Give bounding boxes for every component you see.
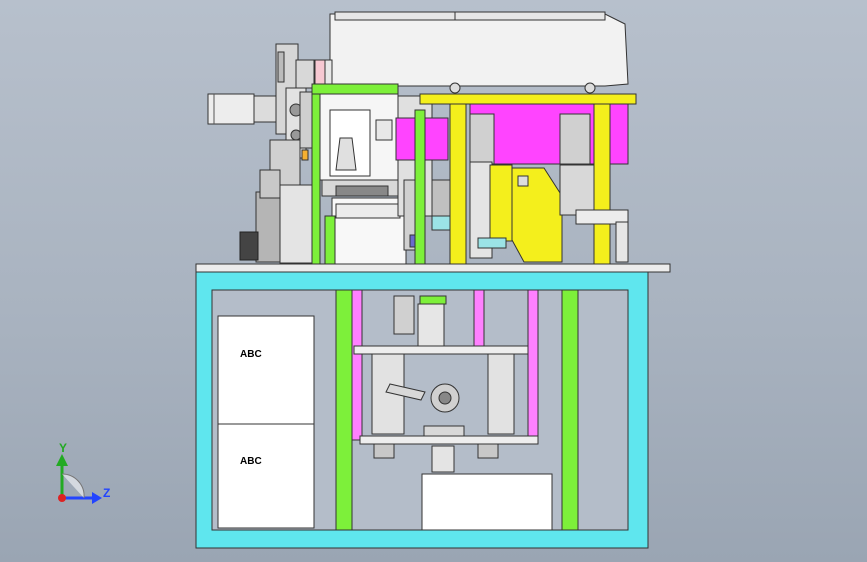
top-cover bbox=[314, 11, 629, 87]
z-axis-label: Z bbox=[103, 486, 111, 500]
panel-label-top: ABC bbox=[240, 349, 262, 360]
table-top bbox=[195, 263, 671, 273]
right-lift-frame bbox=[419, 82, 637, 265]
left-drive-assembly bbox=[207, 43, 319, 264]
panel-label-bottom: ABC bbox=[240, 456, 262, 467]
axis-triad bbox=[56, 454, 102, 504]
y-axis-label: Y bbox=[59, 441, 68, 455]
center-press-unit bbox=[311, 83, 457, 266]
cabinet-frame bbox=[195, 271, 649, 549]
